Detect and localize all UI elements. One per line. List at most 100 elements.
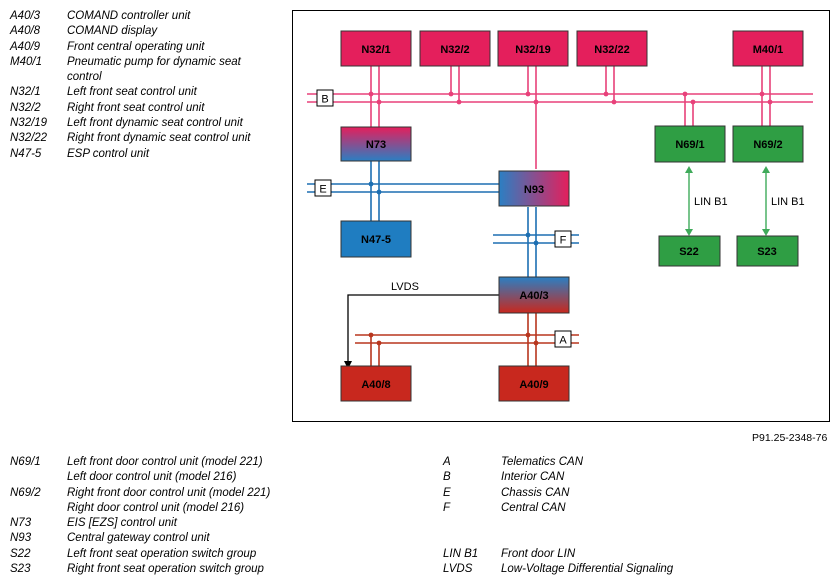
legend-desc: Left front dynamic seat control unit [67,117,243,130]
legend-desc: Left door control unit (model 216) [67,471,237,484]
legend-code: F [443,501,451,514]
bus-label-b: B [321,94,328,106]
legend-desc: Chassis CAN [501,486,570,499]
lin-left-line [685,166,693,236]
node-label: A40/3 [519,290,548,302]
legend-code: N32/1 [10,86,41,99]
chassis-can-bus [307,161,499,221]
node-label: N73 [366,139,386,151]
legend-code: E [443,486,451,499]
central-can-joints [525,232,539,246]
legend-code: A40/9 [10,40,41,53]
node-n69-1: N69/1 [654,125,726,163]
legend-row: N32/19 Left front dynamic seat control un… [10,116,280,131]
legend-code: N32/19 [10,117,48,130]
lin-right-label: LIN B1 [771,196,805,208]
legend-code: N69/1 [10,456,41,468]
legend-desc: Telematics CAN [501,456,584,468]
legend-code: A40/3 [10,10,41,22]
bus-label-f: F [560,235,567,247]
node-label: A40/8 [361,379,390,391]
telematics-can-joints [368,332,539,346]
legend-code: LIN B1 [443,547,479,560]
legend-code: N47-5 [10,147,42,160]
node-label: M40/1 [753,44,784,56]
legend-row: N32/1 Left front seat control unit [10,85,280,100]
lin-left-label: LIN B1 [694,196,728,208]
telematics-can-bus [355,313,579,366]
legend-desc: EIS [EZS] control unit [67,517,177,530]
legend-desc: Front central operating unit [67,40,205,53]
legend-row: N69/2 Right front door control unit (mode… [10,486,270,501]
node-a40-8: A40/8 [340,365,412,402]
legend-row: S22 Left front seat operation switch grou… [10,547,270,562]
legend-row: N73 EIS [EZS] control unit [10,516,270,531]
legend-row [443,531,673,546]
legend-code: N73 [10,517,32,530]
bus-label-b-box [316,89,334,107]
legend-desc: Right front seat operation switch group [67,563,264,576]
legend-row: Left door control unit (model 216) [10,470,270,485]
network-diagram: B E F A LVDS [292,10,830,422]
legend-row: E Chassis CAN [443,486,673,501]
bus-label-a-box [554,330,572,348]
node-a40-9: A40/9 [498,365,570,402]
legend-code: N69/2 [10,486,41,499]
node-s23: S23 [736,235,799,267]
legend-desc: Right front door control unit (model 221… [67,486,271,499]
legend-code: S23 [10,563,31,576]
legend-code: S22 [10,547,31,560]
legend-code: B [443,471,451,484]
lvds-line [347,294,499,365]
legend-desc: Central gateway control unit [67,532,210,545]
legend-desc: Front door LIN [501,547,576,560]
node-n32-2: N32/2 [419,30,491,67]
legend-desc: COMAND display [67,25,158,38]
legend-code: N32/2 [10,101,41,114]
node-label: N69/2 [753,139,782,151]
node-s22: S22 [658,235,721,267]
node-label: A40/9 [519,379,548,391]
node-label: N32/22 [594,44,629,56]
chassis-can-joints [368,181,382,195]
lin-right-line [762,166,770,236]
legend-row: A40/3 COMAND controller unit [10,9,280,24]
legend-desc: Left front seat operation switch group [67,547,257,560]
legend-desc: Left front seat control unit [67,86,197,99]
node-label: N47-5 [361,234,391,246]
lvds-label: LVDS [391,281,419,293]
bus-label-a: A [559,335,567,347]
legend-row: S23 Right front seat operation switch gro… [10,562,270,577]
node-label: S23 [757,246,777,258]
node-n47-5: N47-5 [340,220,412,258]
legend-row: Right door control unit (model 216) [10,501,270,516]
legend-desc: Interior CAN [501,471,565,484]
legend-row: B Interior CAN [443,470,673,485]
legend-code: LVDS [443,563,473,576]
legend-desc: Right front dynamic seat control unit [67,132,251,145]
node-a40-3: A40/3 [498,276,570,314]
node-m40-1: M40/1 [732,30,804,67]
legend-desc: COMAND controller unit [67,10,191,22]
legend-row: LIN B1 Front door LIN [443,547,673,562]
bus-label-e-box [314,179,332,197]
node-n93: N93 [498,170,570,207]
bus-label-e: E [319,184,326,196]
legend-code: M40/1 [10,55,42,68]
node-label: N32/19 [515,44,550,56]
legend-row: M40/1 Pneumatic pump for dynamic seat con… [10,55,280,86]
legend-desc: Pneumatic pump for dynamic seat control [67,55,241,84]
node-n32-1: N32/1 [340,30,412,67]
legend-code [443,531,501,546]
node-label: N93 [524,184,544,196]
node-n73: N73 [340,126,412,162]
